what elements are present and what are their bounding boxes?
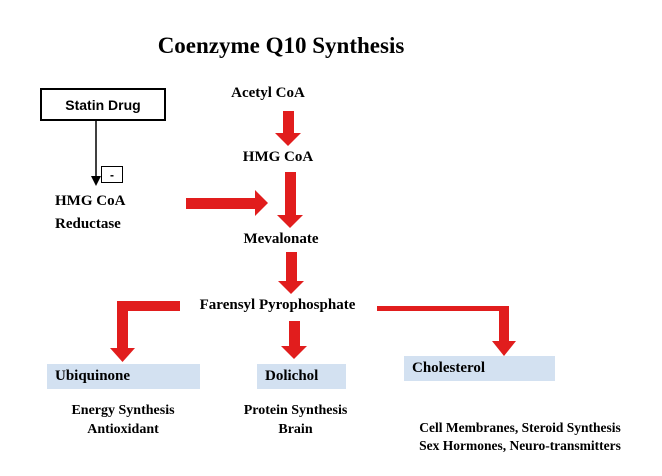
enzyme-line2: Reductase <box>55 216 121 232</box>
inhibition-arrow <box>91 121 101 186</box>
enzyme-hmg-coa-reductase: HMG CoA Reductase <box>55 190 125 236</box>
arrow-mevalonate-to-farensyl-icon <box>278 252 304 294</box>
enzyme-line1: HMG CoA <box>55 193 126 209</box>
node-acetyl-coa: Acetyl CoA <box>231 85 305 101</box>
diagram-title: Coenzyme Q10 Synthesis <box>157 33 405 58</box>
desc-dolichol: Protein Synthesis Brain <box>213 401 378 439</box>
node-hmg-coa: HMG CoA <box>242 149 314 165</box>
node-farensyl-pyrophosphate: Farensyl Pyrophosphate <box>199 297 356 313</box>
cholesterol-label: Cholesterol <box>412 360 486 376</box>
dolichol-desc-line2: Brain <box>278 422 313 437</box>
arrow-hmg-to-mevalonate-icon <box>277 172 303 228</box>
statin-drug-box: Statin Drug <box>40 88 166 121</box>
dolichol-label: Dolichol <box>265 368 319 384</box>
statin-drug-label: Statin Drug <box>65 96 141 113</box>
desc-cholesterol: Cell Membranes, Steroid Synthesis Sex Ho… <box>380 419 660 455</box>
box-dolichol: Dolichol <box>257 364 346 389</box>
cholesterol-desc-line2: Sex Hormones, Neuro-transmitters <box>419 438 621 453</box>
box-ubiquinone: Ubiquinone <box>47 364 200 389</box>
desc-ubiquinone: Energy Synthesis Antioxidant <box>38 401 208 439</box>
cholesterol-desc-line1: Cell Membranes, Steroid Synthesis <box>419 420 621 435</box>
node-mevalonate: Mevalonate <box>243 231 319 247</box>
minus-label: - <box>110 167 114 182</box>
arrow-farensyl-to-ubiquinone-icon <box>110 301 180 362</box>
dolichol-desc-line1: Protein Synthesis <box>243 403 348 418</box>
arrow-farensyl-to-dolichol-icon <box>281 321 307 359</box>
ubiquinone-desc-line2: Antioxidant <box>87 422 159 437</box>
ubiquinone-label: Ubiquinone <box>55 368 131 384</box>
arrow-reductase-to-pathway-icon <box>186 190 268 216</box>
inhibition-minus-box: - <box>101 166 123 183</box>
box-cholesterol: Cholesterol <box>404 356 555 381</box>
arrow-farensyl-to-cholesterol-icon <box>377 306 516 356</box>
ubiquinone-desc-line1: Energy Synthesis <box>71 403 175 418</box>
arrow-acetyl-to-hmg-icon <box>275 111 301 146</box>
